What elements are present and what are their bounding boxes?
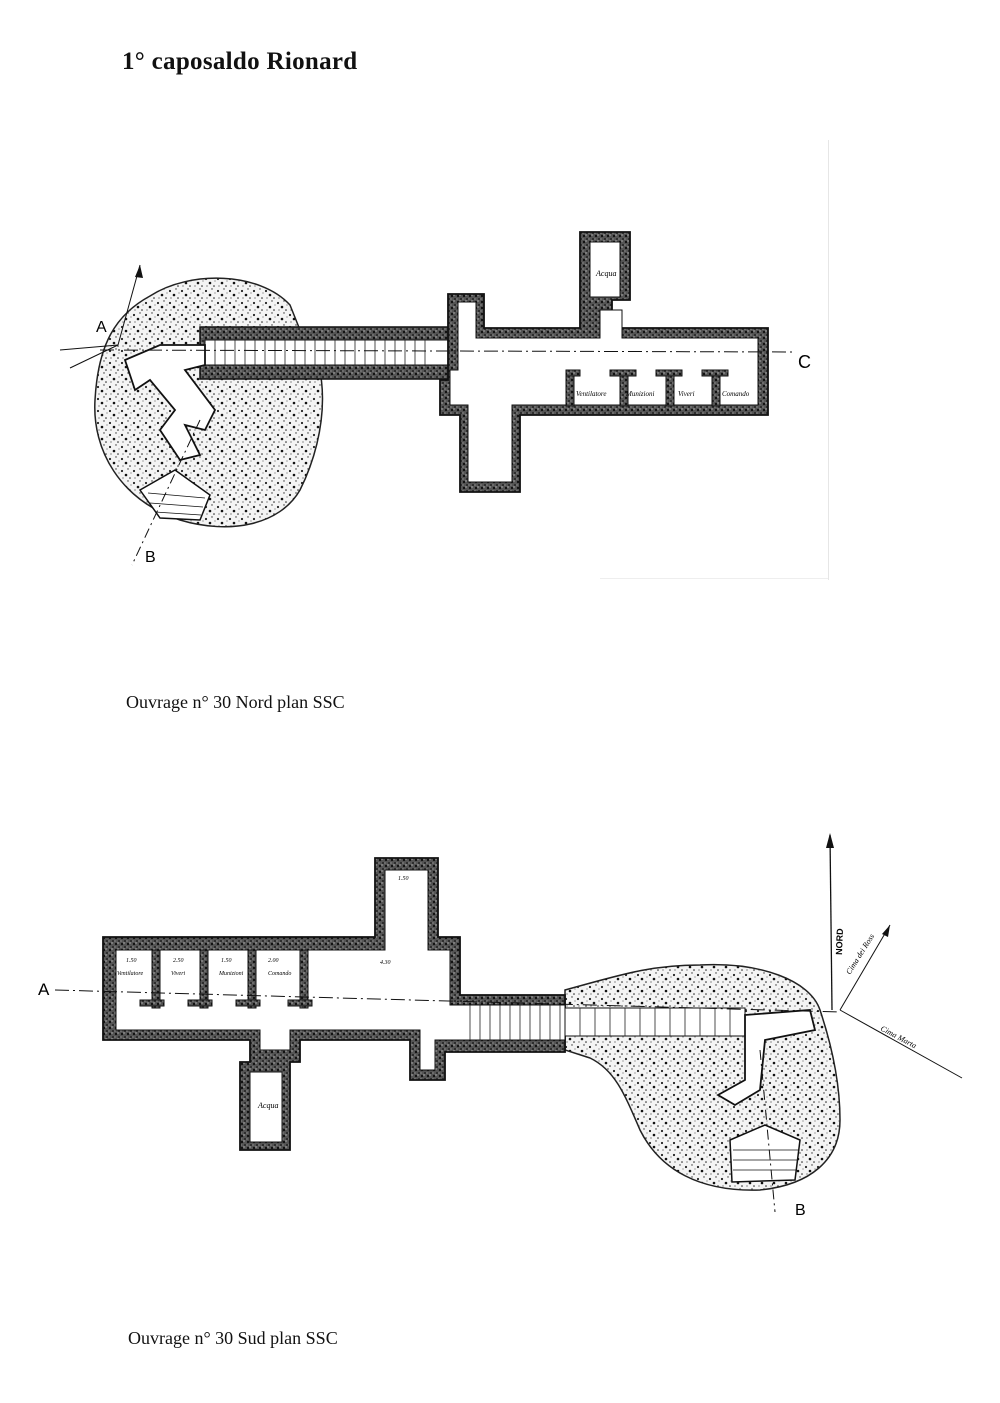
ref-1-label: Cima dei Ross [844, 932, 876, 976]
ref-2-label: Cima Marta [879, 1024, 918, 1050]
room-provisions-label: Viveri [171, 971, 186, 977]
rock-mass [564, 963, 841, 1191]
section-line-b [759, 1049, 776, 1213]
section-line-b [131, 419, 201, 566]
room-ventilator-label: Ventilatore [576, 390, 606, 398]
dim-label: 2.00 [268, 958, 279, 964]
entry-zigzag-passage [123, 344, 217, 462]
main-chamber-interior [115, 869, 566, 1071]
room-water-label: Acqua [595, 269, 616, 278]
room-partitions [565, 369, 729, 407]
dim-label: 4.30 [380, 959, 391, 966]
point-a-label: A [38, 980, 50, 999]
south-plan-drawing: A B NORD Cima dei Ross Cima Marta Acqua … [38, 833, 963, 1219]
entry-steps [729, 1124, 801, 1183]
dim-label: 1.50 [221, 958, 232, 964]
ref-line-1 [839, 924, 891, 1011]
north-plan-drawing: A B C Acqua Ventilatore Munizioni Viveri… [59, 231, 811, 566]
entry-zigzag-passage [716, 1009, 817, 1107]
room-munitions-label: Munizioni [625, 390, 654, 398]
room-munitions-label: Munizioni [218, 971, 244, 977]
point-a-label: A [96, 319, 107, 336]
south-plan-caption: Ouvrage n° 30 Sud plan SSC [128, 1328, 338, 1348]
section-line-ac [99, 349, 796, 353]
room-partitions [139, 949, 313, 1009]
scan-edge-line [828, 140, 829, 580]
dim-label: 1.50 [398, 876, 409, 882]
stair-treads [469, 1005, 561, 1040]
stair-treads [214, 340, 426, 365]
orientation-line-1 [117, 264, 141, 346]
dim-label: 1.50 [126, 958, 137, 964]
water-room [249, 1071, 283, 1143]
orientation-line-3 [69, 344, 119, 369]
access-corridor [204, 339, 451, 366]
point-b-label: B [795, 1202, 806, 1219]
room-command-label: Comando [722, 390, 750, 398]
north-arrow-label: NORD [834, 928, 845, 955]
room-command-label: Comando [268, 971, 291, 977]
page-title: 1° caposaldo Rionard [122, 48, 358, 75]
point-b-label: B [145, 549, 156, 566]
water-room [589, 241, 621, 298]
dim-label: 2.50 [173, 958, 184, 964]
north-plan-caption: Ouvrage n° 30 Nord plan SSC [126, 692, 345, 712]
ref-line-2 [839, 1009, 963, 1079]
orientation-line-2 [59, 344, 119, 351]
scan-edge-line-bottom [600, 578, 828, 579]
point-c-label: C [798, 352, 811, 372]
room-water-label: Acqua [257, 1101, 278, 1110]
section-line-a [54, 989, 841, 1013]
main-chamber-interior [449, 301, 759, 483]
north-arrow-line [829, 834, 833, 1011]
room-provisions-label: Viveri [678, 390, 695, 398]
room-ventilator-label: Ventilatore [117, 971, 143, 977]
